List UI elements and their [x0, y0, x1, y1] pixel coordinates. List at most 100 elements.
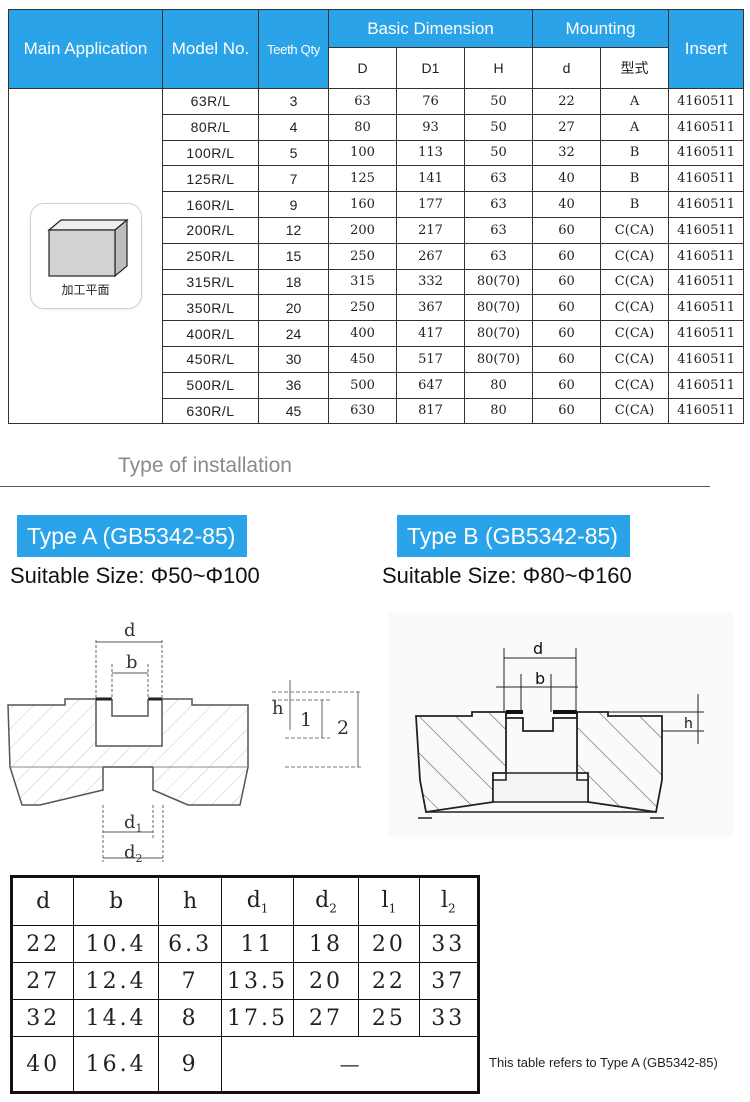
- header-model-no: Model No.: [162, 9, 259, 89]
- cell-d: 630: [328, 397, 397, 425]
- cell-insert: 4160511: [668, 191, 745, 218]
- cell-model: 63R/L: [162, 88, 259, 115]
- diagram-a-label-l2: 2: [337, 717, 349, 739]
- cell-model: 450R/L: [162, 345, 259, 373]
- cell-d1: 177: [396, 191, 465, 218]
- cell-h: 50: [463, 113, 534, 141]
- cell-h: 80(70): [463, 345, 534, 373]
- diagram-a-label-d: d: [124, 620, 136, 641]
- cell-d1: 332: [396, 268, 465, 296]
- diagram-a-label-l1: 1: [300, 709, 312, 731]
- type-a-header-cell: h: [157, 876, 223, 926]
- type-b-size: Suitable Size: Φ80~Φ160: [382, 563, 632, 588]
- cell-model: 630R/L: [162, 397, 259, 425]
- cell-d1: 417: [396, 320, 465, 347]
- cell-d: 60: [532, 294, 602, 322]
- subheader-D1: D1: [396, 47, 465, 89]
- cell-type: C(CA): [600, 345, 670, 373]
- cell-teeth: 9: [258, 191, 329, 218]
- type-b-diagram: d b h: [388, 612, 733, 837]
- cell-h: 63: [463, 216, 534, 244]
- cell-d: 100: [328, 139, 397, 167]
- type-a-cell: 22: [358, 962, 420, 1000]
- subheader-D: D: [328, 47, 397, 89]
- type-a-cell: 6.3: [157, 925, 223, 963]
- cell-d1: 267: [396, 242, 465, 270]
- face-milling-icon: 加工平面: [29, 203, 142, 310]
- cell-insert: 4160511: [668, 113, 745, 141]
- cell-d: 32: [532, 139, 602, 167]
- subheader-d: d: [532, 47, 602, 89]
- spec-table: Main Application Model No. Teeth Qty Bas…: [8, 9, 745, 425]
- diagram-a-label-d1: d1: [124, 812, 143, 835]
- cell-insert: 4160511: [668, 88, 745, 115]
- cell-d: 60: [532, 397, 602, 425]
- type-a-cell: 13.5: [221, 962, 294, 1000]
- cell-type: C(CA): [600, 294, 670, 322]
- cell-d: 22: [532, 88, 602, 115]
- cell-teeth: 12: [258, 216, 329, 244]
- cell-type: C(CA): [600, 216, 670, 244]
- cell-d: 125: [328, 165, 397, 193]
- diagram-a-label-d2: d2: [124, 842, 143, 865]
- cell-type: B: [600, 139, 670, 167]
- cell-model: 350R/L: [162, 294, 259, 322]
- cell-d: 60: [532, 242, 602, 270]
- type-a-cell: 27: [10, 962, 75, 1000]
- cell-insert: 4160511: [668, 216, 745, 244]
- cell-type: C(CA): [600, 397, 670, 425]
- type-a-cell: 7: [157, 962, 223, 1000]
- application-cell: 加工平面: [8, 87, 163, 425]
- type-a-header-cell: l2: [418, 876, 480, 926]
- cell-insert: 4160511: [668, 345, 745, 373]
- cell-d1: 113: [396, 139, 465, 167]
- cell-type: A: [600, 88, 670, 115]
- diagram-a-label-b: b: [126, 652, 138, 673]
- cell-model: 315R/L: [162, 268, 259, 296]
- cell-d: 60: [532, 345, 602, 373]
- cell-insert: 4160511: [668, 371, 745, 399]
- cell-h: 80(70): [463, 268, 534, 296]
- type-a-cell-empty: —: [221, 1036, 479, 1093]
- cell-model: 100R/L: [162, 139, 259, 167]
- cell-d: 250: [328, 242, 397, 270]
- cell-teeth: 36: [258, 371, 329, 399]
- cell-d1: 141: [396, 165, 465, 193]
- cell-d: 80: [328, 113, 397, 141]
- installation-title: Type of installation: [118, 454, 292, 477]
- type-a-cell: 10.4: [73, 925, 159, 963]
- type-a-cell: 18: [292, 925, 360, 963]
- cell-insert: 4160511: [668, 294, 745, 322]
- subheader-type: 型式: [600, 47, 670, 89]
- cell-h: 63: [463, 191, 534, 218]
- type-a-cell: 20: [292, 962, 360, 1000]
- type-a-cell: 9: [157, 1036, 223, 1093]
- cell-d1: 93: [396, 113, 465, 141]
- header-teeth-qty: Teeth Qty: [258, 9, 329, 89]
- cell-type: B: [600, 191, 670, 218]
- type-a-size: Suitable Size: Φ50~Φ100: [10, 563, 260, 588]
- diagram-a-label-h: h: [272, 698, 284, 719]
- type-a-cell: 8: [157, 999, 223, 1037]
- cell-insert: 4160511: [668, 165, 745, 193]
- cell-insert: 4160511: [668, 139, 745, 167]
- cell-d1: 76: [396, 88, 465, 115]
- section-divider: [0, 486, 710, 487]
- type-a-diagram: d b h 1 2 d1 d2: [7, 620, 362, 865]
- cell-insert: 4160511: [668, 320, 745, 347]
- cell-d: 400: [328, 320, 397, 347]
- cell-h: 80: [463, 371, 534, 399]
- type-a-badge: Type A (GB5342-85): [17, 515, 248, 557]
- cell-d: 60: [532, 216, 602, 244]
- type-b-badge: Type B (GB5342-85): [397, 515, 630, 557]
